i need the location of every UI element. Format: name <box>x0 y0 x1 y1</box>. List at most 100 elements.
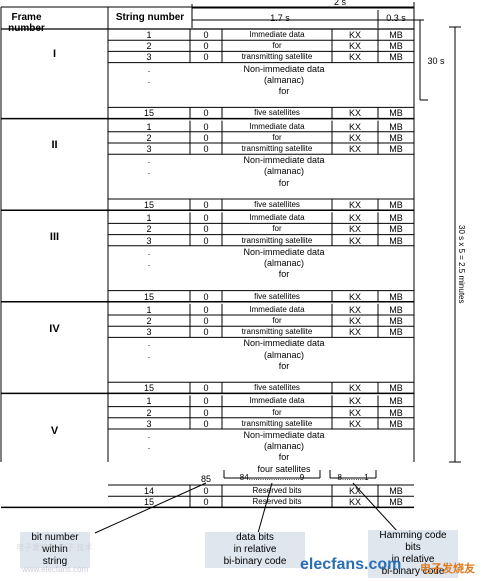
mb-field: MB <box>389 418 403 429</box>
kx-field: KX <box>348 224 361 235</box>
idle-bit: 0 <box>203 132 209 143</box>
idle-bit: 0 <box>203 108 209 119</box>
non-immediate-data-text: (almanac) <box>263 441 304 452</box>
kx-field: KX <box>348 497 361 508</box>
kx-field: KX <box>348 383 361 394</box>
caption-hamming: Hamming code bits in relative bi-binary … <box>368 530 458 578</box>
idle-bit: 0 <box>203 224 209 235</box>
string-number-dots: . <box>147 338 151 349</box>
idle-bit: 0 <box>203 144 209 154</box>
idle-bit: 0 <box>203 200 209 210</box>
string-number-dots: . <box>147 246 151 257</box>
kx-field: KX <box>348 291 361 302</box>
string-content: transmitting satellite <box>241 144 313 153</box>
non-immediate-data-text: Non-immediate data <box>243 155 325 166</box>
kx-field: KX <box>348 327 361 338</box>
mb-field: MB <box>389 486 403 496</box>
string-content: transmitting satellite <box>241 235 313 245</box>
idle-bit: 0 <box>203 30 209 40</box>
non-immediate-data-text: for <box>278 269 290 280</box>
string-number: 15 <box>143 291 154 302</box>
mb-field: MB <box>389 383 403 394</box>
kx-field: KX <box>348 132 361 143</box>
string-number: 14 <box>143 486 154 496</box>
idle-bit: 0 <box>203 121 209 132</box>
bit-85-label: 85 <box>200 474 211 484</box>
string-number-dots: . <box>147 430 151 440</box>
total-time-label: 2 s <box>333 0 346 7</box>
caption-bit-number: bit number within string <box>20 532 90 568</box>
idle-bit: 0 <box>203 52 209 63</box>
non-immediate-data-text: (almanac) <box>263 74 304 85</box>
string-content: for <box>272 407 282 417</box>
mb-field: MB <box>389 327 403 338</box>
mb-field: MB <box>389 30 403 40</box>
idle-bit: 0 <box>203 41 209 52</box>
string-number: 15 <box>143 200 154 210</box>
string-number: 2 <box>146 224 152 235</box>
string-number-dots: . <box>147 441 151 452</box>
kx-field: KX <box>348 121 361 132</box>
frame-label-III: III <box>49 231 60 243</box>
one-seven-label: 1.7 s <box>270 13 290 23</box>
mb-field: MB <box>389 235 403 246</box>
kx-field: KX <box>348 41 361 52</box>
string-number-dots: . <box>147 74 151 85</box>
kx-field: KX <box>348 486 361 496</box>
string-number: 1 <box>146 213 152 224</box>
watermark-left: www.elecfans.com <box>22 565 89 574</box>
string-number-dots: . <box>147 349 151 360</box>
string-number: 1 <box>146 121 152 132</box>
bit-8-1-label: 8..........1 <box>337 473 369 482</box>
string-content: five satellites <box>254 200 300 209</box>
frame-label-I: I <box>52 47 57 60</box>
mb-field: MB <box>389 108 403 119</box>
non-immediate-data-text: Non-immediate data <box>243 63 325 74</box>
mb-field: MB <box>389 224 403 235</box>
string-number: 15 <box>143 108 154 119</box>
kx-field: KX <box>348 30 361 40</box>
mb-field: MB <box>389 132 403 143</box>
string-number: 3 <box>146 52 152 63</box>
mb-field: MB <box>389 213 403 224</box>
kx-field: KX <box>348 235 361 246</box>
idle-bit: 0 <box>203 383 209 394</box>
string-content: for <box>272 316 282 325</box>
frame-label-II: II <box>51 139 58 152</box>
mb-field: MB <box>389 291 403 302</box>
string-content: Immediate data <box>249 396 305 406</box>
string-content: for <box>272 41 282 51</box>
mb-field: MB <box>389 200 403 210</box>
string-number-dots: . <box>147 166 151 177</box>
non-immediate-data-text: for <box>278 360 290 371</box>
kx-field: KX <box>348 108 361 119</box>
kx-field: KX <box>348 316 361 326</box>
mb-field: MB <box>389 304 403 315</box>
string-content: transmitting satellite <box>241 327 313 337</box>
non-immediate-data-text: Non-immediate data <box>243 246 325 257</box>
idle-bit: 0 <box>203 418 209 429</box>
string-content: Immediate data <box>249 121 305 131</box>
idle-bit: 0 <box>203 396 209 407</box>
string-content: transmitting satellite <box>241 52 313 62</box>
string-number: 2 <box>146 316 152 326</box>
string-content: for <box>272 132 282 142</box>
string-number: 3 <box>146 418 152 429</box>
thirty-sec-label: 30 s <box>427 56 445 66</box>
string-content: for <box>272 224 282 234</box>
kx-field: KX <box>348 407 361 418</box>
string-content: Immediate data <box>249 30 305 39</box>
mb-field: MB <box>389 407 403 418</box>
string-number: 2 <box>146 132 152 143</box>
mb-field: MB <box>389 497 403 508</box>
string-content: five satellites <box>254 291 300 301</box>
idle-bit: 0 <box>203 213 209 224</box>
frame-label-IV: IV <box>49 322 60 335</box>
string-number: 1 <box>146 304 152 315</box>
zero-three-label: 0.3 s <box>386 13 406 23</box>
idle-bit: 0 <box>203 497 209 508</box>
mb-field: MB <box>389 121 403 132</box>
idle-bit: 0 <box>203 235 209 246</box>
frame-label-V: V <box>50 425 59 438</box>
non-immediate-data-text: for <box>278 177 290 188</box>
